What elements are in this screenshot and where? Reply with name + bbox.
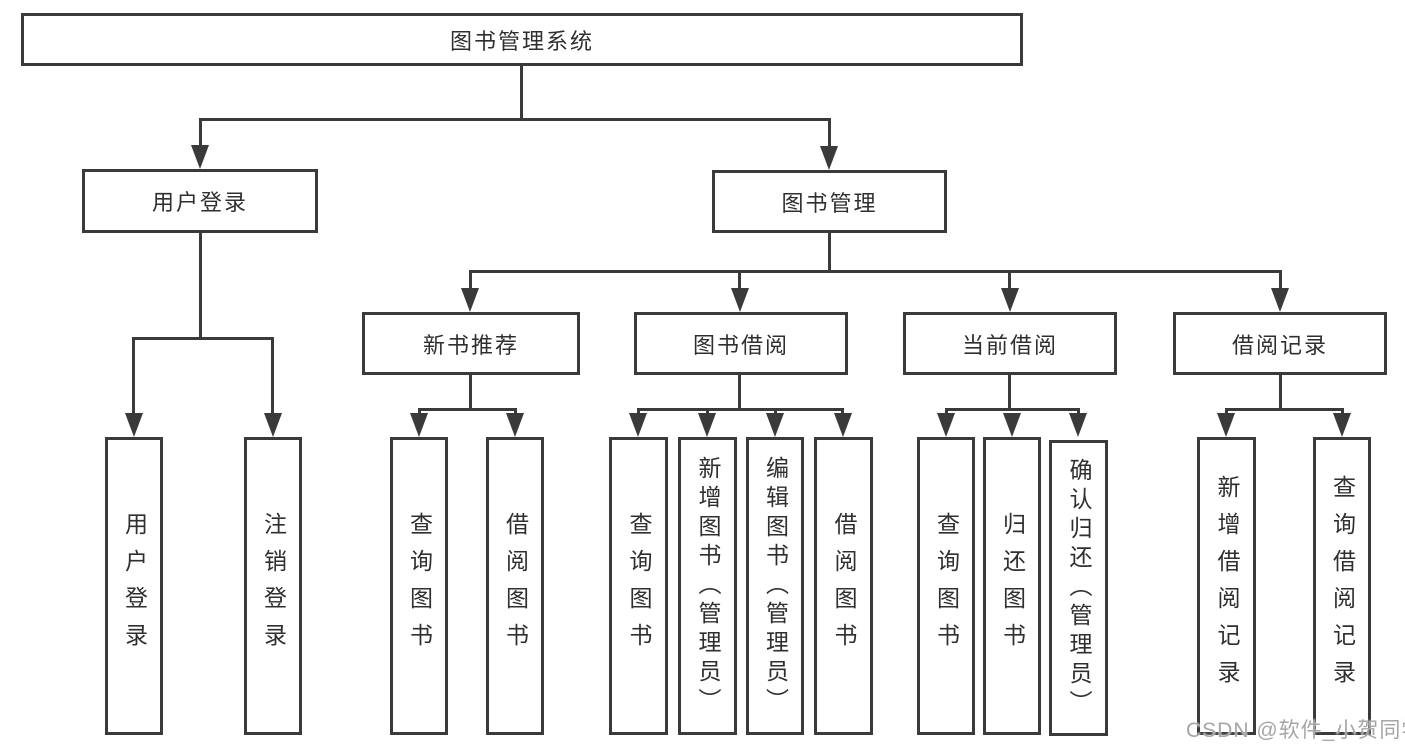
connector-line: [706, 408, 709, 417]
leaf-borrow-books: 借阅图书: [486, 437, 544, 735]
node-label: 注销登录: [260, 512, 287, 660]
node-label: 查询图书: [933, 512, 960, 660]
leaf-confirm-return-admin: 确认归还（管理员）: [1049, 440, 1108, 736]
leaf-return-books: 归还图书: [983, 437, 1041, 735]
connector-line: [1279, 270, 1282, 292]
leaf-query-books: 查询图书: [390, 437, 448, 735]
csdn-watermark: CSDN @软件_小贺同学: [1186, 719, 1405, 742]
node-label: 借阅图书: [831, 512, 857, 660]
node-label: 查询图书: [406, 512, 433, 660]
leaf-query-books: 查询图书: [917, 437, 975, 735]
connector-line: [828, 233, 831, 273]
node-label: 图书管理系统: [449, 28, 594, 54]
node-label: 用户登录: [151, 190, 248, 215]
arrow-down-icon: [1001, 288, 1019, 312]
arrow-down-icon: [461, 288, 479, 312]
connector-line: [945, 408, 1079, 411]
arrow-down-icon: [1333, 413, 1351, 437]
connector-line: [199, 118, 202, 150]
node-label: 借阅图书: [502, 512, 529, 660]
node-label: 查询借阅记录: [1329, 475, 1356, 697]
node-borrow-records: 借阅记录: [1173, 312, 1387, 375]
arrow-down-icon: [820, 146, 838, 170]
node-label: 图书借阅: [692, 332, 789, 358]
leaf-query-books: 查询图书: [609, 437, 668, 735]
node-label: 新书推荐: [422, 332, 519, 358]
arrow-down-icon: [629, 413, 647, 437]
leaf-query-borrow-record: 查询借阅记录: [1313, 437, 1371, 735]
connector-line: [738, 375, 741, 411]
node-book-management: 图书管理: [712, 170, 947, 233]
node-label: 借阅记录: [1231, 332, 1328, 358]
connector-line: [841, 408, 844, 417]
node-label: 编辑图书（管理员）: [762, 455, 789, 717]
node-label: 用户登录: [121, 512, 148, 660]
arrow-down-icon: [506, 413, 524, 437]
connector-line: [738, 270, 741, 292]
node-label: 确认归还（管理员）: [1066, 457, 1092, 719]
connector-line: [520, 66, 523, 118]
arrow-down-icon: [937, 413, 955, 437]
leaf-user-login: 用户登录: [105, 437, 163, 735]
connector-line: [132, 337, 135, 415]
connector-line: [1279, 375, 1282, 411]
leaf-edit-books-admin: 编辑图书（管理员）: [746, 437, 804, 735]
connector-line: [418, 408, 517, 411]
node-label: 新增图书（管理员）: [695, 455, 721, 717]
arrow-down-icon: [731, 288, 749, 312]
node-label: 新增借阅记录: [1214, 475, 1240, 697]
node-new-book-recommend: 新书推荐: [362, 312, 580, 375]
connector-line: [637, 408, 844, 411]
connector-line: [469, 375, 472, 411]
node-label: 查询图书: [626, 512, 652, 660]
arrow-down-icon: [1069, 413, 1087, 437]
arrow-down-icon: [264, 413, 282, 437]
leaf-logout: 注销登录: [244, 437, 302, 735]
connector-line: [1008, 375, 1011, 411]
leaf-add-books-admin: 新增图书（管理员）: [678, 437, 737, 735]
connector-line: [1225, 408, 1343, 411]
node-label: 图书管理: [781, 190, 878, 216]
arrow-down-icon: [766, 413, 784, 437]
connector-line: [469, 270, 1282, 273]
connector-line: [132, 337, 274, 340]
leaf-borrow-books: 借阅图书: [814, 437, 873, 735]
node-label: 归还图书: [999, 512, 1026, 660]
node-library-management-system: 图书管理系统: [21, 13, 1023, 66]
node-label: 当前借阅: [961, 332, 1058, 358]
arrow-down-icon: [125, 413, 143, 437]
connector-line: [637, 408, 640, 417]
connector-line: [774, 408, 777, 417]
connector-line: [199, 233, 202, 340]
connector-line: [828, 118, 831, 150]
connector-line: [1077, 408, 1080, 417]
leaf-add-borrow-record: 新增借阅记录: [1197, 437, 1256, 735]
node-current-borrow: 当前借阅: [903, 312, 1117, 375]
connector-line: [945, 408, 948, 417]
connector-line: [469, 270, 472, 292]
arrow-down-icon: [834, 413, 852, 437]
arrow-down-icon: [1217, 413, 1235, 437]
arrow-down-icon: [1003, 413, 1021, 437]
connector-line: [1008, 270, 1011, 292]
connector-line: [418, 408, 421, 417]
arrow-down-icon: [698, 413, 716, 437]
connector-line: [199, 118, 831, 121]
arrow-down-icon: [191, 145, 209, 169]
node-user-login: 用户登录: [82, 169, 318, 233]
arrow-down-icon: [410, 413, 428, 437]
connector-line: [514, 408, 517, 417]
node-book-borrow: 图书借阅: [634, 312, 848, 375]
arrow-down-icon: [1271, 288, 1289, 312]
connector-line: [1225, 408, 1228, 417]
connector-line: [271, 337, 274, 415]
connector-line: [1341, 408, 1344, 417]
